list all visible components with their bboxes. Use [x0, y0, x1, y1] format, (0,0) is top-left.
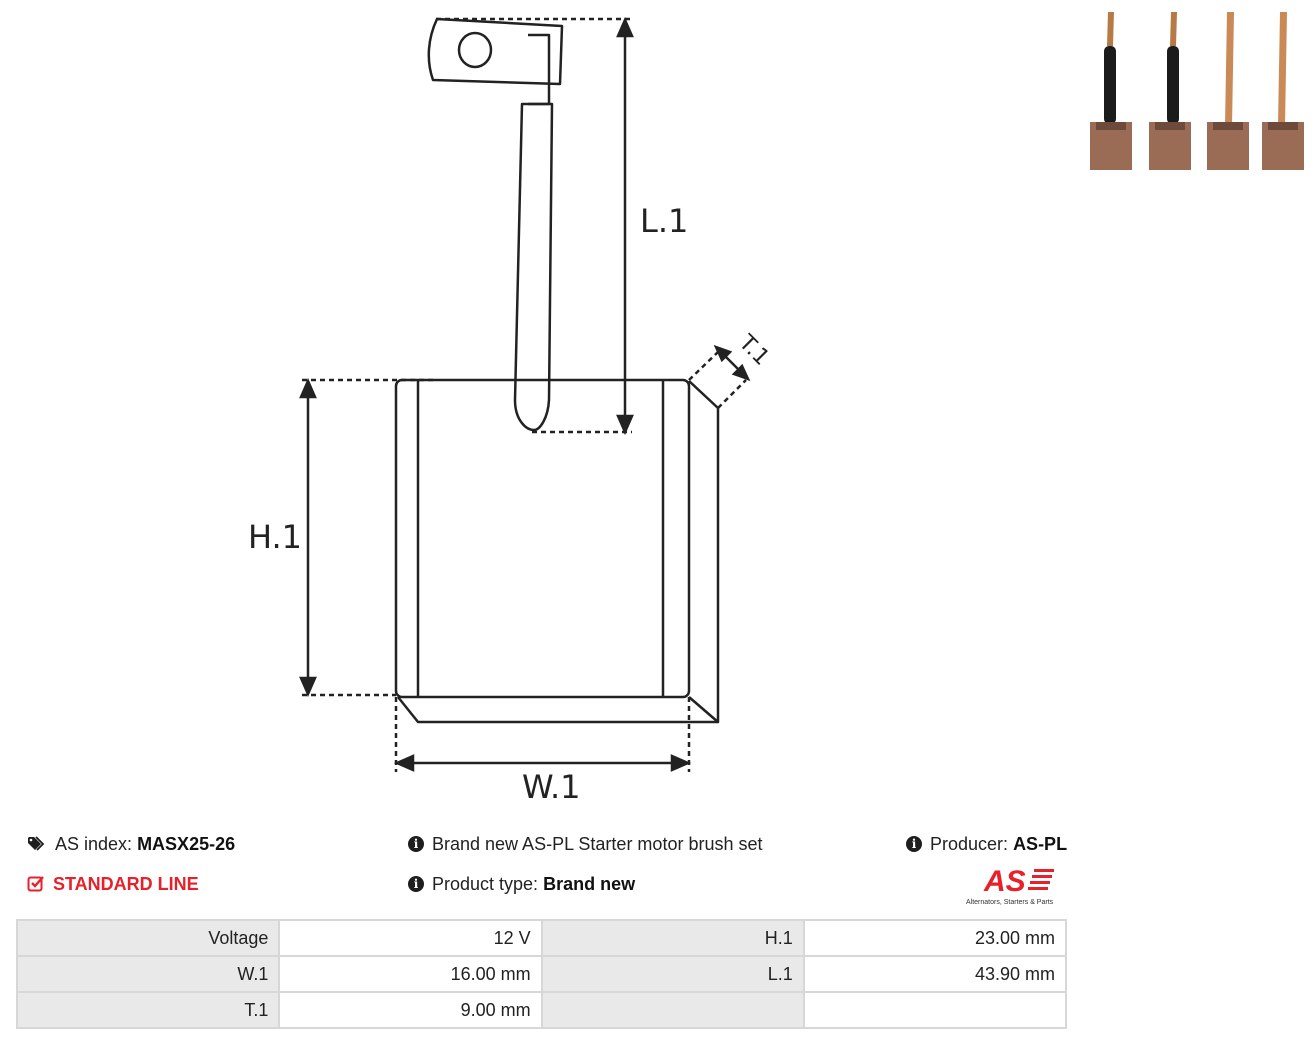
spec-key [540, 991, 805, 1029]
spec-key: H.1 [540, 919, 805, 957]
lead-wire [513, 102, 554, 432]
w1-label: W.1 [522, 768, 581, 806]
brush-4 [1262, 12, 1304, 170]
as-index-label: AS index: [55, 834, 133, 854]
brush-2 [1149, 12, 1191, 170]
h1-label: H.1 [248, 518, 302, 556]
as-pl-logo[interactable]: AS Alternators, Starters & Parts [960, 863, 1070, 909]
brush-set-photo[interactable] [1084, 6, 1309, 176]
info-icon: i [408, 876, 424, 892]
svg-text:Alternators, Starters & Parts: Alternators, Starters & Parts [966, 899, 1054, 906]
spec-key: L.1 [540, 955, 805, 993]
spec-key: Voltage [15, 919, 281, 957]
producer-value: AS-PL [1013, 834, 1068, 854]
product-type: i Product type: Brand new [408, 873, 635, 895]
table-row: Voltage 12 V H.1 23.00 mm [15, 919, 1068, 957]
as-index: AS index: MASX25-26 [27, 833, 235, 855]
terminal-hole [457, 31, 493, 69]
producer-label: Producer: [930, 834, 1009, 854]
spec-value: 23.00 mm [802, 919, 1068, 957]
table-row: T.1 9.00 mm [15, 991, 1068, 1029]
spec-value: 9.00 mm [278, 991, 543, 1029]
svg-text:AS: AS [983, 865, 1026, 898]
as-index-value: MASX25-26 [137, 834, 236, 854]
producer: i Producer: AS-PL [906, 833, 1067, 855]
info-icon: i [906, 836, 922, 852]
spec-value [802, 991, 1068, 1029]
spec-key: T.1 [15, 991, 281, 1029]
brush-dimension-drawing: L.1 H.1 W.1 T.1 [248, 16, 774, 806]
tags-icon [27, 836, 47, 852]
brush-body [394, 378, 691, 699]
t1-label: T.1 [733, 330, 774, 371]
spec-value: 16.00 mm [278, 955, 543, 993]
product-type-label: Product type: [432, 874, 539, 894]
brush-3 [1207, 12, 1249, 170]
standard-line-label: STANDARD LINE [53, 874, 199, 894]
l1-label: L.1 [640, 202, 688, 240]
description-text: Brand new AS-PL Starter motor brush set [432, 834, 763, 854]
as-logo-mark: AS Alternators, Starters & Parts [966, 865, 1054, 906]
check-square-icon [27, 875, 45, 893]
brush-1 [1090, 12, 1132, 170]
spec-value: 12 V [278, 919, 543, 957]
spec-key: W.1 [15, 955, 281, 993]
standard-line-badge: STANDARD LINE [27, 873, 199, 895]
product-type-value: Brand new [543, 874, 636, 894]
spec-value: 43.90 mm [802, 955, 1068, 993]
product-description: i Brand new AS-PL Starter motor brush se… [408, 833, 763, 855]
table-row: W.1 16.00 mm L.1 43.90 mm [15, 955, 1068, 993]
terminal-lug [427, 17, 564, 86]
spec-table: Voltage 12 V H.1 23.00 mm W.1 16.00 mm L… [15, 919, 1068, 1029]
info-icon: i [408, 836, 424, 852]
